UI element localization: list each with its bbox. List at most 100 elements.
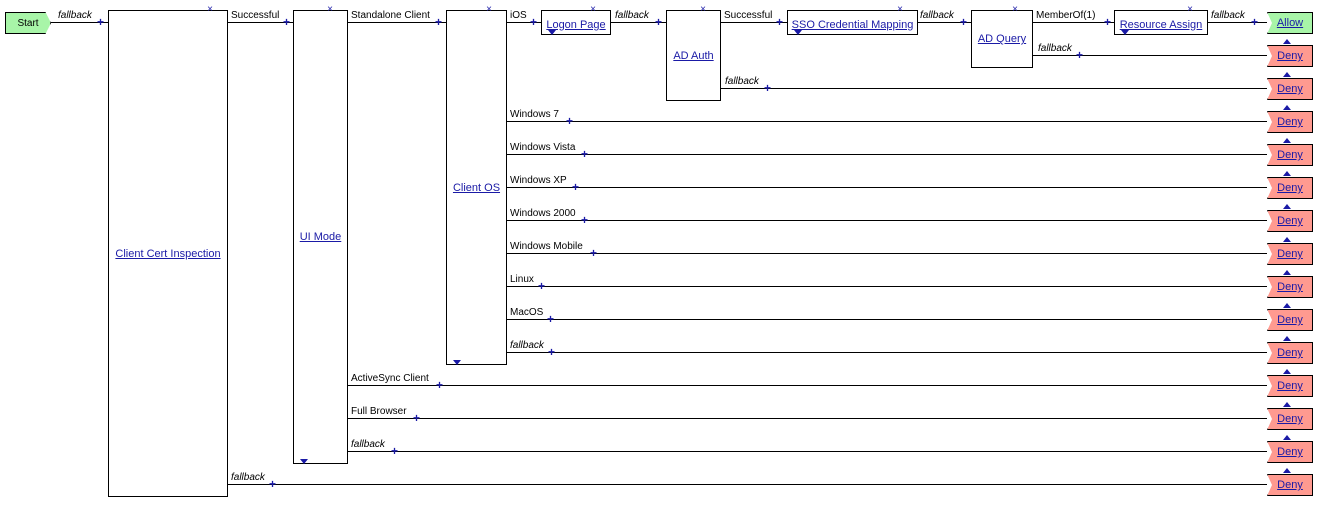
deny-ending[interactable]: Deny	[1267, 276, 1313, 298]
add-item-icon[interactable]: +	[566, 114, 574, 128]
deny-link[interactable]: Deny	[1277, 248, 1303, 260]
add-item-icon[interactable]: +	[590, 246, 598, 260]
expand-icon[interactable]	[1283, 39, 1291, 44]
expand-icon[interactable]	[1283, 270, 1291, 275]
allow-link[interactable]: Allow	[1276, 17, 1304, 29]
expand-icon[interactable]	[1283, 72, 1291, 77]
deny-ending[interactable]: Deny	[1267, 111, 1313, 133]
add-item-icon[interactable]: +	[776, 15, 784, 29]
deny-link[interactable]: Deny	[1277, 446, 1303, 458]
delete-icon[interactable]: ×	[897, 4, 903, 15]
ad-query-link[interactable]: AD Query	[977, 33, 1027, 45]
deny-ending[interactable]: Deny	[1267, 177, 1313, 199]
expand-icon[interactable]	[1283, 468, 1291, 473]
expand-icon[interactable]	[1283, 138, 1291, 143]
deny-link[interactable]: Deny	[1277, 149, 1303, 161]
add-item-icon[interactable]: +	[547, 312, 555, 326]
add-item-icon[interactable]: +	[538, 279, 546, 293]
expand-icon[interactable]	[1283, 369, 1291, 374]
add-item-icon[interactable]: +	[1076, 48, 1084, 62]
deny-ending[interactable]: Deny	[1267, 441, 1313, 463]
add-item-icon[interactable]: +	[283, 15, 291, 29]
node-ad-query[interactable]: AD Query ×	[971, 5, 1033, 68]
delete-icon[interactable]: ×	[700, 4, 706, 15]
deny-ending[interactable]: Deny	[1267, 408, 1313, 430]
expand-icon[interactable]	[1283, 336, 1291, 341]
deny-link[interactable]: Deny	[1277, 479, 1303, 491]
resource-assign-link[interactable]: Resource Assign	[1119, 18, 1203, 31]
add-item-icon[interactable]: +	[269, 477, 277, 491]
expand-icon[interactable]	[1283, 435, 1291, 440]
ad-auth-link[interactable]: AD Auth	[673, 49, 714, 62]
expand-icon[interactable]	[1283, 105, 1291, 110]
logon-fallback-connector	[611, 22, 666, 23]
add-item-icon[interactable]: +	[413, 411, 421, 425]
expand-icon[interactable]	[1283, 303, 1291, 308]
delete-icon[interactable]: ×	[590, 4, 596, 15]
deny-link[interactable]: Deny	[1277, 281, 1303, 293]
deny-link[interactable]: Deny	[1277, 83, 1303, 95]
logon-page-link[interactable]: Logon Page	[546, 18, 606, 31]
node-ui-mode[interactable]: UI Mode ×	[293, 5, 348, 464]
node-sso-credential-mapping[interactable]: SSO Credential Mapping ×	[787, 5, 918, 35]
expand-icon[interactable]	[1283, 171, 1291, 176]
add-item-icon[interactable]: +	[960, 15, 968, 29]
deny-ending[interactable]: Deny	[1267, 375, 1313, 397]
deny-link[interactable]: Deny	[1277, 50, 1303, 62]
expand-icon[interactable]	[548, 30, 556, 35]
node-logon-page[interactable]: Logon Page ×	[541, 5, 611, 35]
add-item-icon[interactable]: +	[655, 15, 663, 29]
deny-link[interactable]: Deny	[1277, 182, 1303, 194]
deny-ending[interactable]: Deny	[1267, 144, 1313, 166]
client-cert-link[interactable]: Client Cert Inspection	[115, 247, 221, 260]
delete-icon[interactable]: ×	[486, 4, 492, 15]
add-item-icon[interactable]: +	[1104, 15, 1112, 29]
add-item-icon[interactable]: +	[97, 15, 105, 29]
expand-icon[interactable]	[794, 30, 802, 35]
add-item-icon[interactable]: +	[764, 81, 772, 95]
client-os-link[interactable]: Client OS	[452, 181, 501, 194]
deny-link[interactable]: Deny	[1277, 413, 1303, 425]
query-memberof-label: MemberOf(1)	[1036, 10, 1096, 21]
node-ad-auth[interactable]: AD Auth ×	[666, 5, 721, 101]
branch-13-connector	[228, 484, 1267, 485]
branch-5-label: Windows 2000	[510, 208, 576, 219]
add-item-icon[interactable]: +	[436, 378, 444, 392]
expand-icon[interactable]	[1283, 402, 1291, 407]
deny-ending[interactable]: Deny	[1267, 243, 1313, 265]
deny-ending[interactable]: Deny	[1267, 78, 1313, 100]
add-item-icon[interactable]: +	[435, 15, 443, 29]
add-item-icon[interactable]: +	[548, 345, 556, 359]
deny-ending[interactable]: Deny	[1267, 45, 1313, 67]
node-resource-assign[interactable]: Resource Assign ×	[1114, 5, 1208, 35]
delete-icon[interactable]: ×	[327, 4, 333, 15]
deny-link[interactable]: Deny	[1277, 215, 1303, 227]
deny-ending[interactable]: Deny	[1267, 474, 1313, 496]
allow-ending[interactable]: Allow	[1267, 12, 1313, 34]
deny-ending[interactable]: Deny	[1267, 210, 1313, 232]
node-client-cert-inspection[interactable]: Client Cert Inspection ×	[108, 5, 228, 497]
expand-icon[interactable]	[1283, 204, 1291, 209]
expand-icon[interactable]	[300, 459, 308, 464]
delete-icon[interactable]: ×	[1187, 4, 1193, 15]
add-item-icon[interactable]: +	[581, 213, 589, 227]
add-item-icon[interactable]: +	[391, 444, 399, 458]
deny-link[interactable]: Deny	[1277, 314, 1303, 326]
deny-link[interactable]: Deny	[1277, 116, 1303, 128]
deny-link[interactable]: Deny	[1277, 347, 1303, 359]
expand-icon[interactable]	[1283, 237, 1291, 242]
expand-icon[interactable]	[453, 360, 461, 365]
ui-mode-link[interactable]: UI Mode	[299, 231, 342, 243]
deny-ending[interactable]: Deny	[1267, 342, 1313, 364]
deny-ending[interactable]: Deny	[1267, 309, 1313, 331]
add-item-icon[interactable]: +	[572, 180, 580, 194]
sso-link[interactable]: SSO Credential Mapping	[791, 18, 914, 31]
node-client-os[interactable]: Client OS ×	[446, 5, 507, 365]
delete-icon[interactable]: ×	[1012, 4, 1018, 15]
add-item-icon[interactable]: +	[1251, 15, 1259, 29]
add-item-icon[interactable]: +	[581, 147, 589, 161]
add-item-icon[interactable]: +	[530, 15, 538, 29]
deny-link[interactable]: Deny	[1277, 380, 1303, 392]
expand-icon[interactable]	[1121, 30, 1129, 35]
delete-icon[interactable]: ×	[207, 4, 213, 15]
